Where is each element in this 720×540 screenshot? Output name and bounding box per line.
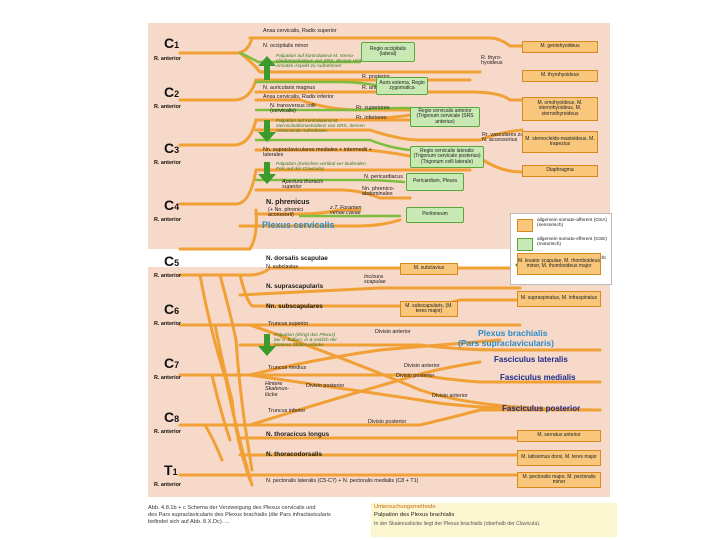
palpation-note-1: Palpation auf kontralateral M. sterno-cl… [276, 54, 386, 69]
region-cervicalis-lateralis: Regio cervicalis lateralis (Trigonum cer… [410, 146, 484, 168]
nerve-occipitalis-minor: N. occipitalis minor [263, 43, 309, 49]
segment-c3: C3 [164, 140, 180, 156]
note-heading: Untersuchungsmethode [374, 504, 436, 510]
palpation-note-4: Palpation (dringt das Plexus) bei S. bul… [274, 333, 337, 348]
truncus-medius: Truncus medius [268, 365, 307, 371]
legend-swatch-gse [517, 238, 533, 251]
muscle-diaphragma: Diaphragma [522, 165, 598, 177]
apertura-label: Apertura thoracis superior [282, 179, 324, 191]
legend-gse: allgemein somato-efferent (GSE) (motoris… [537, 237, 608, 248]
method-note: Untersuchungsmethode Palpation des Plexu… [371, 503, 617, 537]
foramen-label: z.T. Foramen venae cavae [330, 205, 362, 217]
segment-c7-ra: R. anterior [154, 375, 181, 381]
fasciculus-lateralis: Fasciculus lateralis [494, 355, 568, 364]
nerve-subclavius: N. subclavius [266, 264, 299, 270]
segment-c1-ra: R. anterior [154, 56, 181, 62]
caption-line-2: des Pars supraclavicularis des Plexus br… [148, 511, 331, 518]
nerve-supraclaviculares: Nn. supraclaviculares mediales + interme… [263, 147, 372, 159]
palpation-note-2: Palpation auf kontralateral M. sternocle… [276, 119, 365, 134]
palpation-arrow-icon [258, 162, 276, 184]
branch-n-pericardiacus: N. pericardiacus [364, 174, 403, 180]
branch-phrenicoabdominales: Nn. phrenico-abdominales [362, 186, 395, 198]
segment-c5-ra: R. anterior [154, 273, 181, 279]
nerve-ansa-inferior: Ansa cervicalis, Radix inferior [263, 94, 334, 100]
legend-swatch-gsa [517, 219, 533, 232]
nerve-transversus-colli: N. transversus colli (cervicalis) [270, 103, 316, 115]
nerve-thoracodorsalis: N. thoracodorsalis [266, 451, 323, 458]
muscle-supraspinatus: M. supraspinatus, M. infraspinatus [517, 291, 601, 307]
branch-r-thyrohyoideus: R. thyro-hyoideus [481, 55, 503, 67]
muscle-sternocleidomastoideus: M. sternocleido-mastoideus, M. trapezius [522, 131, 598, 153]
muscle-serratus-anterior: M. serratus anterior [517, 430, 601, 442]
figure-caption: Abb. 4.8.1b + c Schema der Verzweigung d… [148, 505, 368, 526]
plexus-cervicalis-label: Plexus cervicalis [262, 220, 335, 230]
muscle-subscapularis: M. subscapularis, (M. teres major) [400, 301, 458, 317]
segment-c3-ra: R. anterior [154, 160, 181, 166]
nerve-dorsalis-scapulae: N. dorsalis scapulae [266, 255, 328, 262]
segment-t1: T1 [164, 462, 178, 478]
muscle-subclavius: M. subclavius [400, 263, 458, 275]
nerve-pectoralis: N. pectoralis lateralis (C5-C7) + N. pec… [266, 478, 419, 484]
segment-c8-ra: R. anterior [154, 429, 181, 435]
plexus-brachialis-label: Plexus brachialis [478, 328, 548, 338]
fasciculus-posterior: Fasciculus posterior [502, 404, 581, 413]
segment-c4: C4 [164, 197, 180, 213]
nerve-phrenici-accessorii: (+ Nn. phrenici accessorii) [268, 207, 304, 219]
truncus-inferior: Truncus inferior [268, 408, 306, 414]
branch-rr-inferiores: Rr. inferiores [356, 115, 387, 121]
muscle-thyrohyoideus: M. thyrohyoideus [522, 70, 598, 82]
segment-c6-ra: R. anterior [154, 321, 181, 327]
region-pericardium: Pericardium, Pleura [406, 173, 464, 191]
segment-c2: C2 [164, 84, 180, 100]
branch-r-anterior: R. anterior [362, 85, 388, 91]
segment-c6: C6 [164, 301, 180, 317]
divisio-anterior-1: Divisio anterior [375, 329, 411, 335]
branch-rr-superiores: Rr. superiores [356, 105, 390, 111]
region-occipitalis: Regio occipitalis (lateral) [361, 42, 415, 62]
muscle-latissimus: M. latissimus dorsi, M. teres major [517, 450, 601, 466]
muscle-geniohyoideus: M. geniohyoideus [522, 41, 598, 53]
muscle-infrahyoid: M. omohyoideus, M. sternohyoideus, M. st… [522, 97, 598, 121]
nerve-phrenicus: N. phrenicus [266, 197, 310, 206]
palpation-note-3: Palpation (zwischen vertikal ver-laufend… [276, 162, 366, 172]
branch-rr-vasculares: Rr. vasculares zum N. accessorius [482, 132, 528, 144]
palpation-arrow-icon [258, 56, 276, 80]
segment-c7: C7 [164, 355, 180, 371]
segment-c1: C1 [164, 35, 180, 51]
branch-r-posterior: R. posterior [362, 74, 390, 80]
muscle-levator-rhomboid: M. levator scapulae, M. rhomboideus mino… [517, 253, 601, 275]
divisio-posterior-2: Divisio posterior [396, 373, 435, 379]
truncus-superior: Truncus superior [268, 321, 309, 327]
palpation-arrow-icon [258, 334, 276, 356]
segment-c4-ra: R. anterior [154, 217, 181, 223]
divisio-anterior-2: Divisio anterior [404, 363, 440, 369]
nerve-subscapulares: Nn. subscapulares [266, 303, 323, 310]
segment-c2-ra: R. anterior [154, 104, 181, 110]
segment-c5: C5 [164, 253, 180, 269]
divisio-posterior-1: Divisio posterior [306, 383, 345, 389]
nerve-thoracicus-longus: N. thoracicus longus [266, 431, 330, 438]
legend-gsa: allgemein somato-afferent (GSA) (sensori… [537, 218, 608, 229]
plexus-brachialis-sublabel: (Pars supraclavicularis) [458, 338, 554, 348]
divisio-posterior-3: Divisio posterior [368, 419, 407, 425]
region-auris: Auris externa, Regio zygomatica [376, 77, 428, 95]
region-cervicalis-anterior: Regio cervicalis anterior (Trigonum cerv… [410, 107, 480, 127]
incisura-label: Incisura scapulae [364, 274, 386, 286]
segment-c8: C8 [164, 409, 180, 425]
segment-t1-ra: R. anterior [154, 482, 181, 488]
caption-line-1: Abb. 4.8.1b + c Schema der Verzweigung d… [148, 505, 316, 511]
nerve-ansa-superior: Ansa cervicalis, Radix superior [263, 28, 337, 34]
note-sub: In der Skalenuslücke liegt der Plexus br… [374, 521, 541, 527]
divisio-anterior-3: Divisio anterior [432, 393, 468, 399]
caption-line-3: befindet sich auf Abb. 8.X.Dc). ... [148, 518, 230, 525]
hintere-skalenusluecke: Hintere Skalenus-lücke [265, 381, 289, 398]
muscle-pectoralis: M. pectoralis major, M. pectoralis minor [517, 472, 601, 488]
nerve-auricularis-magnus: N. auricularis magnus [263, 85, 316, 91]
fasciculus-medialis: Fasciculus medialis [500, 373, 576, 382]
palpation-arrow-icon [258, 120, 276, 142]
region-peritoneum: Peritoneum [406, 207, 464, 223]
note-title: Palpation des Plexus brachialis [374, 512, 455, 518]
nerve-suprascapularis: N. suprascapularis [266, 283, 324, 290]
